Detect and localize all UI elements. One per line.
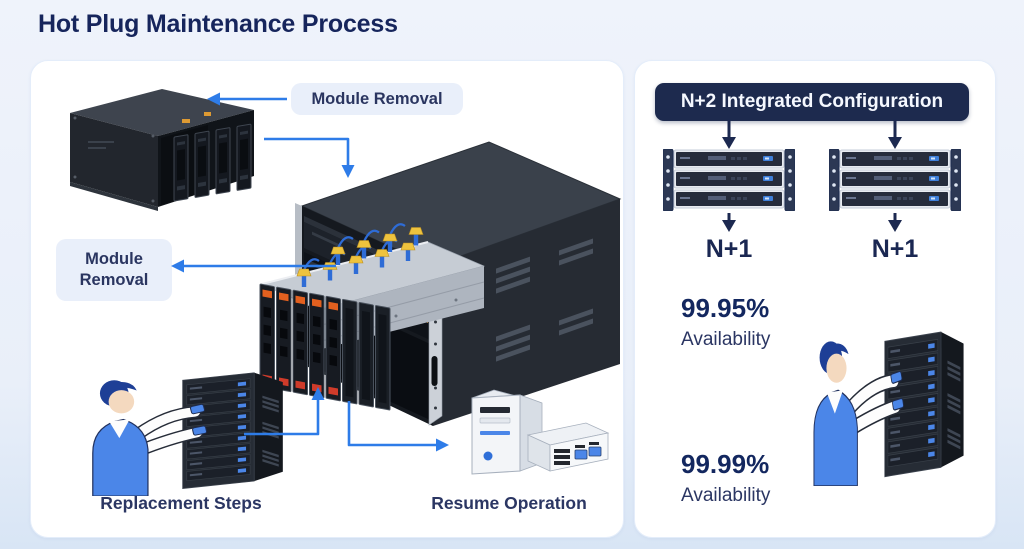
maintenance-process-panel: Module Removal Module Removal Replacemen… [30, 60, 624, 538]
technician-rack-illustration-right [813, 331, 964, 486]
redundancy-panel: N+2 Integrated Configuration [634, 60, 996, 538]
module-removal-top-label: Module Removal [291, 83, 463, 115]
resume-operation-illustration [471, 389, 610, 475]
availability-value-2: 99.99% [681, 449, 770, 479]
pulled-modules [173, 123, 252, 202]
availability-value-1: 99.95% [681, 293, 770, 323]
side-vents [496, 238, 593, 362]
n2-configuration-badge: N+2 Integrated Configuration [655, 83, 969, 121]
n1-label-left: N+1 [705, 235, 753, 263]
resume-operation-caption: Resume Operation [431, 493, 587, 513]
module-removal-left-label: Module Removal [56, 239, 172, 301]
server-stack-left [663, 149, 795, 211]
availability-label-1: Availability [681, 329, 771, 350]
main-chassis-illustration [259, 141, 622, 426]
drawer-modules [259, 283, 391, 411]
server-stack-right [829, 149, 961, 211]
n1-label-right: N+1 [871, 235, 919, 263]
replacement-steps-caption: Replacement Steps [100, 493, 262, 513]
small-chassis-module-removal-illustration [70, 89, 254, 211]
availability-label-2: Availability [681, 485, 771, 506]
cable-connectors [296, 223, 424, 287]
page-title: Hot Plug Maintenance Process [38, 10, 398, 38]
technician-rack-illustration [92, 372, 283, 496]
